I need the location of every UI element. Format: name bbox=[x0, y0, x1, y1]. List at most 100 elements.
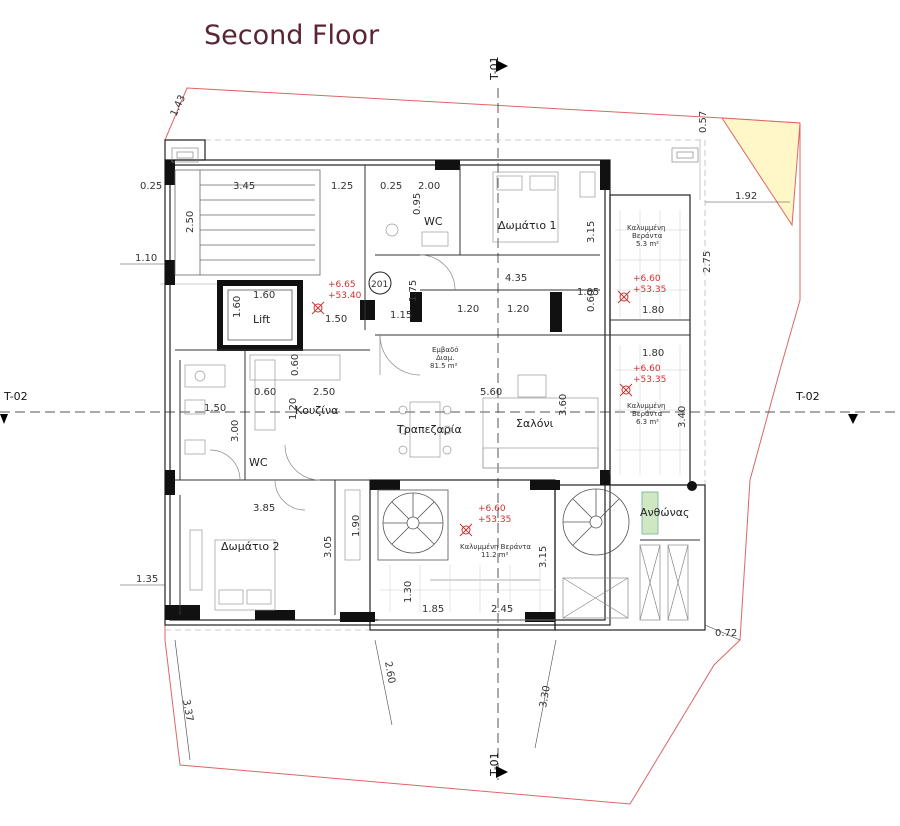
dim-2-75: 2.75 bbox=[702, 251, 713, 273]
dim-1-20-a: 1.20 bbox=[457, 304, 479, 315]
dim-3-60: 3.60 bbox=[558, 394, 569, 416]
veranda2-level1: +6.60 bbox=[633, 364, 661, 374]
dim-3-05: 3.05 bbox=[323, 536, 334, 558]
void-boxes bbox=[171, 147, 699, 621]
section-arrow-top bbox=[496, 60, 508, 72]
dim-0-25-left: 0.25 bbox=[140, 181, 162, 192]
unit-number: 201 bbox=[371, 280, 388, 290]
reference-lines bbox=[160, 139, 706, 631]
veranda1-name2: Βεράντα bbox=[632, 232, 663, 240]
dim-3-15-bed1: 3.15 bbox=[586, 221, 597, 243]
room-label-lift: Lift bbox=[253, 313, 271, 326]
level-markers bbox=[311, 290, 633, 537]
dim-3-37: 3.37 bbox=[180, 699, 195, 723]
dim-3-45: 3.45 bbox=[233, 181, 255, 192]
veranda1-name1: Καλυμμένη bbox=[627, 224, 665, 232]
tile-grid bbox=[380, 210, 688, 612]
dim-3-85: 3.85 bbox=[253, 503, 275, 514]
dim-5-60: 5.60 bbox=[480, 387, 502, 398]
room-label-wc-bottom: WC bbox=[249, 456, 268, 469]
veranda3-level1: +6.60 bbox=[478, 504, 506, 514]
dim-3-00: 3.00 bbox=[230, 420, 241, 442]
section-label-right: T-02 bbox=[795, 390, 820, 403]
yellow-corner-area bbox=[721, 117, 801, 227]
section-arrow-left bbox=[0, 414, 8, 424]
dim-1-05: 1.05 bbox=[577, 287, 599, 298]
dim-0-25-mid: 0.25 bbox=[380, 181, 402, 192]
interior-walls bbox=[175, 165, 700, 625]
main-level1: +6.65 bbox=[328, 280, 356, 290]
dim-1-60-side: 1.60 bbox=[232, 296, 243, 318]
veranda1-level1: +6.60 bbox=[633, 274, 661, 284]
veranda1-area: 5.3 m² bbox=[636, 240, 659, 248]
main-stair bbox=[174, 169, 321, 276]
dim-0-57: 0.57 bbox=[698, 111, 709, 133]
dim-2-50-stair: 2.50 bbox=[185, 211, 196, 233]
room-label-kitchen: Κουζίνα bbox=[295, 404, 338, 417]
dim-2-50-kitchen: 2.50 bbox=[313, 387, 335, 398]
lift-shaft bbox=[217, 280, 303, 351]
room-label-living: Σαλόνι bbox=[516, 417, 554, 430]
veranda2-name1: Καλυμμένη bbox=[627, 402, 665, 410]
unit-number-circle bbox=[368, 271, 392, 295]
spiral-stair-left bbox=[377, 489, 449, 561]
dim-1-85: 1.85 bbox=[422, 604, 444, 615]
page-title: Second Floor bbox=[204, 20, 380, 51]
wall-segments bbox=[165, 160, 697, 622]
dim-0-60-kitchen-v: 0.60 bbox=[290, 354, 301, 376]
dim-1-90: 1.90 bbox=[351, 515, 362, 537]
veranda2-area: 6.3 m² bbox=[636, 418, 659, 426]
dim-1-60-top: 1.60 bbox=[253, 290, 275, 301]
dim-0-95: 0.95 bbox=[412, 193, 423, 215]
dim-1-50-wc: 1.50 bbox=[204, 403, 226, 414]
dim-1-20-kitchen: 1.20 bbox=[288, 398, 299, 420]
dimension-lines bbox=[120, 201, 790, 761]
dim-1-50-lift: 1.50 bbox=[325, 314, 347, 325]
dim-0-60-side: 0.60 bbox=[586, 290, 597, 312]
dim-1-92: 1.92 bbox=[735, 191, 757, 202]
dim-1-80-top: 1.80 bbox=[642, 305, 664, 316]
door-swings bbox=[209, 254, 456, 511]
room-label-bedroom2: Δωμάτιο 2 bbox=[221, 540, 280, 553]
room-label-dining: Τραπεζαρία bbox=[396, 423, 462, 436]
section-arrow-bottom bbox=[496, 766, 508, 778]
section-arrow-right bbox=[848, 414, 858, 424]
dim-2-60: 2.60 bbox=[382, 661, 397, 685]
area-sub: Διαμ. bbox=[436, 354, 454, 362]
dim-3-40: 3.40 bbox=[677, 406, 688, 428]
dim-4-35: 4.35 bbox=[505, 273, 527, 284]
room-label-bedroom1: Δωμάτιο 1 bbox=[498, 219, 557, 232]
area-label: Εμβαδό bbox=[432, 346, 459, 354]
dim-1-10: 1.10 bbox=[135, 253, 157, 264]
room-label-wc-top: WC bbox=[424, 215, 443, 228]
area-value: 81.5 m² bbox=[430, 362, 458, 370]
room-label-flowerbed: Ανθώνας bbox=[640, 506, 689, 519]
lift-car bbox=[227, 289, 293, 341]
dim-1-35: 1.35 bbox=[136, 574, 158, 585]
dim-1-20-b: 1.20 bbox=[507, 304, 529, 315]
dim-2-00: 2.00 bbox=[418, 181, 440, 192]
dim-3-15-veranda: 3.15 bbox=[538, 546, 549, 568]
section-label-left: T-02 bbox=[3, 390, 28, 403]
building-outline bbox=[164, 139, 706, 631]
spiral-stair-right bbox=[562, 488, 630, 556]
dim-0-60-kitchen: 0.60 bbox=[254, 387, 276, 398]
dim-1-43: 1.43 bbox=[169, 93, 188, 118]
dim-0-72: 0.72 bbox=[715, 628, 737, 639]
dim-1-30: 1.30 bbox=[403, 581, 414, 603]
dim-2-45: 2.45 bbox=[491, 604, 513, 615]
dim-1-75: 1.75 bbox=[408, 280, 419, 302]
main-level2: +53.40 bbox=[328, 291, 362, 301]
dim-1-80-bottom: 1.80 bbox=[642, 348, 664, 359]
veranda2-level2: +53.35 bbox=[633, 375, 666, 385]
dim-3-30: 3.30 bbox=[538, 685, 553, 709]
dim-1-25: 1.25 bbox=[331, 181, 353, 192]
veranda3-level2: +53.35 bbox=[478, 515, 511, 525]
veranda3-name: Καλυμμένη Βεράντα bbox=[460, 543, 531, 551]
flowerbed-planter bbox=[641, 491, 659, 535]
furniture bbox=[184, 171, 599, 621]
veranda1-level2: +53.35 bbox=[633, 285, 666, 295]
dim-1-15: 1.15 bbox=[390, 310, 412, 321]
veranda3-area: 11.2 m² bbox=[481, 551, 509, 559]
